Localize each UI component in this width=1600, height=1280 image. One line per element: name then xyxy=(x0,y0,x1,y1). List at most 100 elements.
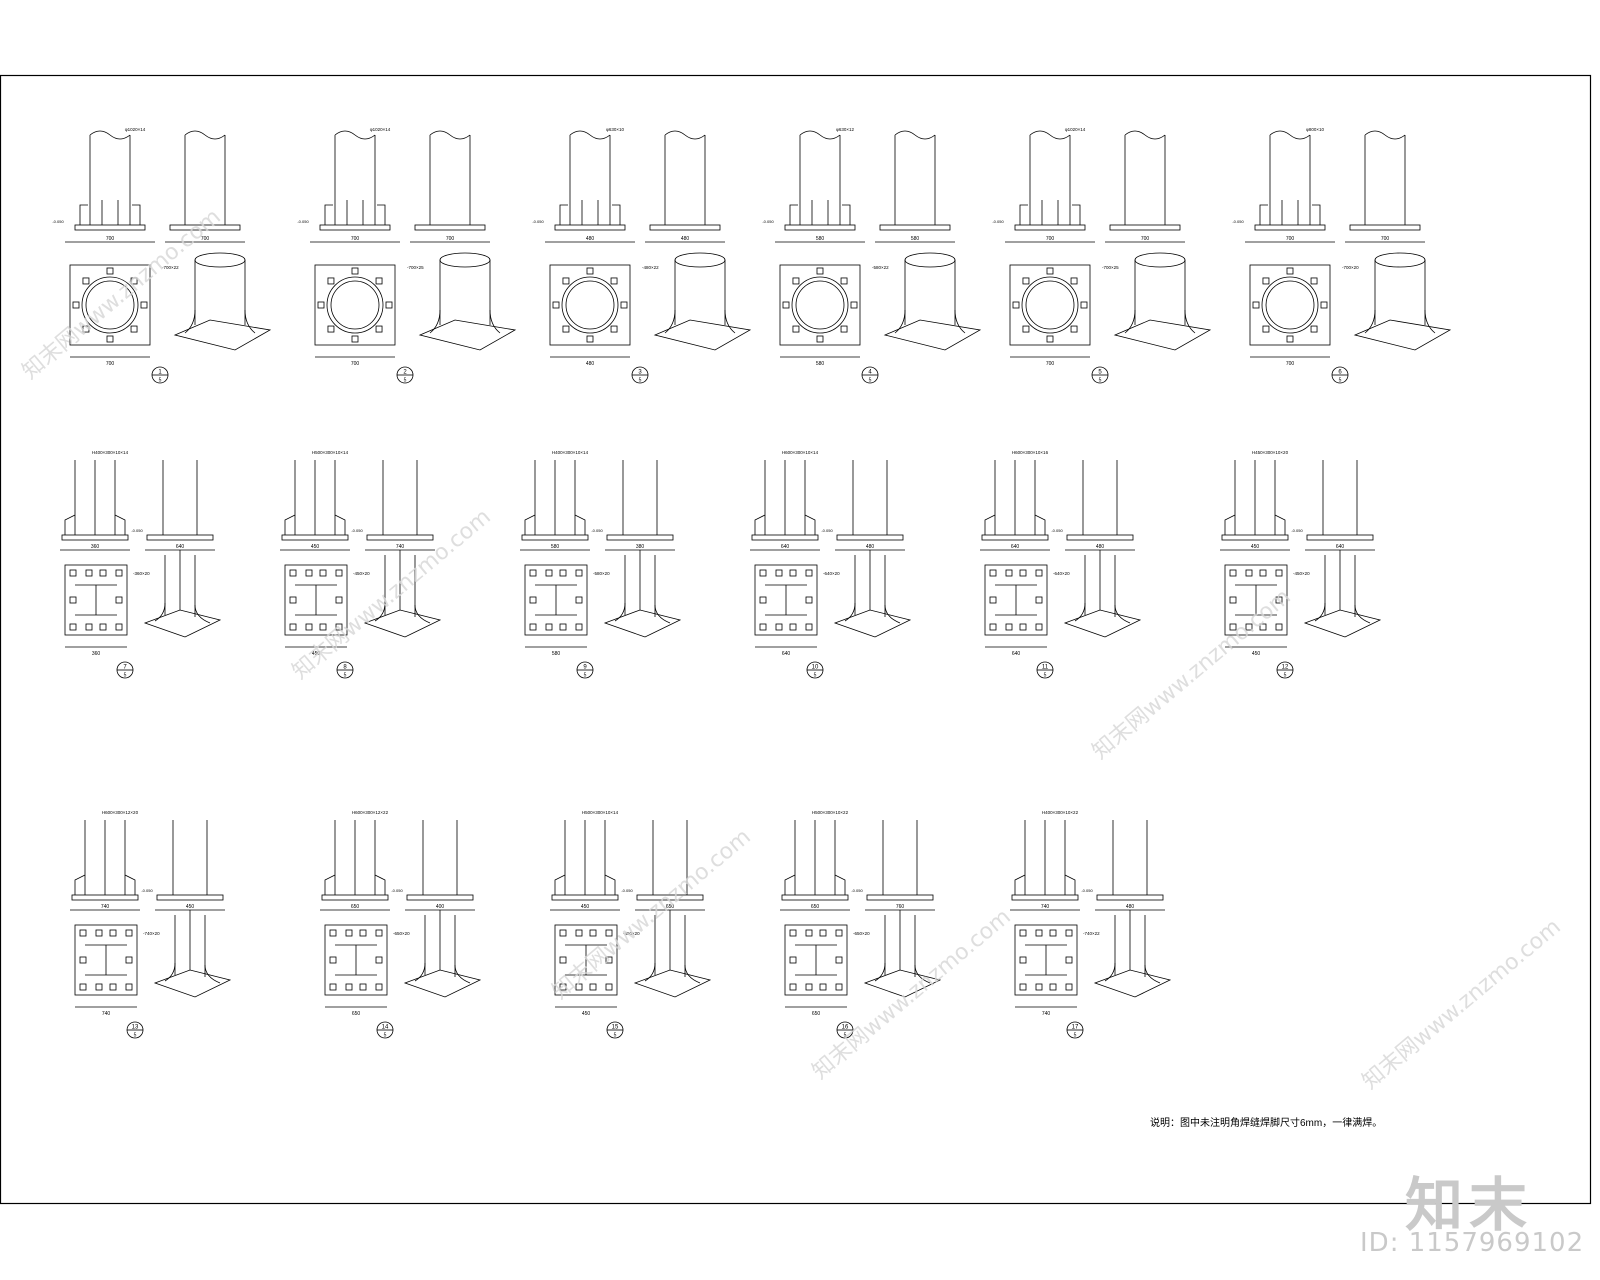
anchor-bolt xyxy=(610,325,618,333)
iso-baseplate xyxy=(883,319,982,351)
anchor-bolt xyxy=(1019,623,1027,631)
plate-label: -640×20 xyxy=(823,571,840,576)
anchor-bolt xyxy=(351,335,359,343)
side-baseplate xyxy=(156,894,224,901)
elev-column xyxy=(799,130,841,225)
iso-stiffeners xyxy=(1364,309,1436,334)
anchor-bolt xyxy=(850,301,858,309)
anchor-bolt xyxy=(575,929,583,937)
side-width-dim: 700 xyxy=(1381,236,1390,242)
detail-sheet: 5 xyxy=(1074,1033,1077,1039)
plate-label: -740×22 xyxy=(1083,931,1100,936)
plan-column-inner xyxy=(1025,280,1075,330)
side-width-dim: 580 xyxy=(911,236,920,242)
anchor-bolt xyxy=(1035,929,1043,937)
detail-sheet: 5 xyxy=(814,673,817,679)
elev-width-dim: 450 xyxy=(311,544,320,550)
iso-baseplate xyxy=(863,969,942,998)
anchor-bolt xyxy=(759,596,767,604)
anchor-bolt xyxy=(545,623,553,631)
anchor-bolt xyxy=(85,569,93,577)
anchor-bolt xyxy=(1229,569,1237,577)
plan-width-dim: 580 xyxy=(552,651,561,657)
elev-stiffeners xyxy=(789,200,851,225)
elev-h-column xyxy=(84,820,126,895)
member-label: H500×300×10×14 xyxy=(582,810,619,815)
detail-number: 11 xyxy=(1042,665,1049,671)
plan-width-dim: 360 xyxy=(92,651,101,657)
iso-baseplate xyxy=(1113,319,1212,351)
side-h-column xyxy=(422,820,458,895)
anchor-bolt xyxy=(586,335,594,343)
elev-baseplate xyxy=(521,534,589,541)
plan-width-dim: 740 xyxy=(102,1011,111,1017)
anchor-bolt xyxy=(125,956,133,964)
iso-stiffeners xyxy=(1314,602,1371,624)
detail-sheet: 5 xyxy=(1099,378,1102,384)
anchor-bolt xyxy=(789,983,797,991)
anchor-bolt xyxy=(819,929,827,937)
member-label: H400×300×10×14 xyxy=(552,450,589,455)
watermark-text: 知末网www.znzmo.com xyxy=(808,904,1016,1084)
plate-label: -700×25 xyxy=(407,265,424,270)
elev-h-column xyxy=(564,820,606,895)
anchor-bolt xyxy=(1259,569,1267,577)
anchor-bolt xyxy=(805,929,813,937)
detail-number: 17 xyxy=(1072,1025,1079,1031)
anchor-bolt xyxy=(115,569,123,577)
elev-stiffeners xyxy=(324,200,386,225)
anchor-bolt xyxy=(575,623,583,631)
iso-column-top xyxy=(1374,252,1426,268)
elev-h-column xyxy=(794,820,836,895)
anchor-bolt xyxy=(840,325,848,333)
anchor-bolt xyxy=(109,983,117,991)
member-label: H400×300×10×22 xyxy=(1042,810,1079,815)
anchor-bolt xyxy=(819,983,827,991)
anchor-bolt xyxy=(529,623,537,631)
iso-column-sides xyxy=(1374,260,1426,325)
member-label: φ1020×14 xyxy=(125,127,146,132)
anchor-bolt xyxy=(385,301,393,309)
plan-column-ring xyxy=(1021,276,1079,334)
elev-column xyxy=(1269,130,1311,225)
side-h-column xyxy=(1082,460,1118,535)
detail-sheet: 5 xyxy=(404,378,407,384)
anchor-bolt xyxy=(1252,301,1260,309)
detail-number: 10 xyxy=(812,665,819,671)
plan-column-inner xyxy=(1265,280,1315,330)
iso-stiffeners xyxy=(1104,962,1161,984)
elevation-mark: -0.050 xyxy=(532,219,544,224)
anchor-bolt xyxy=(605,929,613,937)
elev-baseplate xyxy=(1254,224,1326,231)
plate-label: -650×20 xyxy=(853,931,870,936)
side-h-column xyxy=(852,460,888,535)
iso-baseplate xyxy=(363,609,442,638)
elev-width-dim: 650 xyxy=(351,904,360,910)
elevation-mark: -0.050 xyxy=(1081,888,1093,893)
plan-width-dim: 480 xyxy=(586,361,595,367)
detail-number: 5 xyxy=(1098,370,1102,376)
side-baseplate xyxy=(879,224,951,231)
plate-label: -650×20 xyxy=(393,931,410,936)
iso-column-sides xyxy=(439,260,491,325)
elev-baseplate xyxy=(784,224,856,231)
anchor-bolt xyxy=(109,929,117,937)
side-column xyxy=(664,130,706,225)
plan-column-ring xyxy=(326,276,384,334)
anchor-bolt xyxy=(329,929,337,937)
footnote: 说明：图中未注明角焊缝焊脚尺寸6mm，一律满焊。 xyxy=(1150,1118,1383,1129)
detail-sheet: 5 xyxy=(344,673,347,679)
elevation-mark: -0.050 xyxy=(1291,528,1303,533)
elev-baseplate xyxy=(551,894,619,901)
elev-baseplate xyxy=(319,224,391,231)
anchor-bolt xyxy=(1022,277,1030,285)
anchor-bolt xyxy=(79,956,87,964)
anchor-bolt xyxy=(1275,569,1283,577)
elev-column xyxy=(569,130,611,225)
anchor-bolt xyxy=(1229,623,1237,631)
member-label: H500×300×10×22 xyxy=(812,810,849,815)
elev-h-column xyxy=(74,460,116,535)
side-width-dim: 480 xyxy=(866,544,875,550)
elev-width-dim: 450 xyxy=(1251,544,1260,550)
